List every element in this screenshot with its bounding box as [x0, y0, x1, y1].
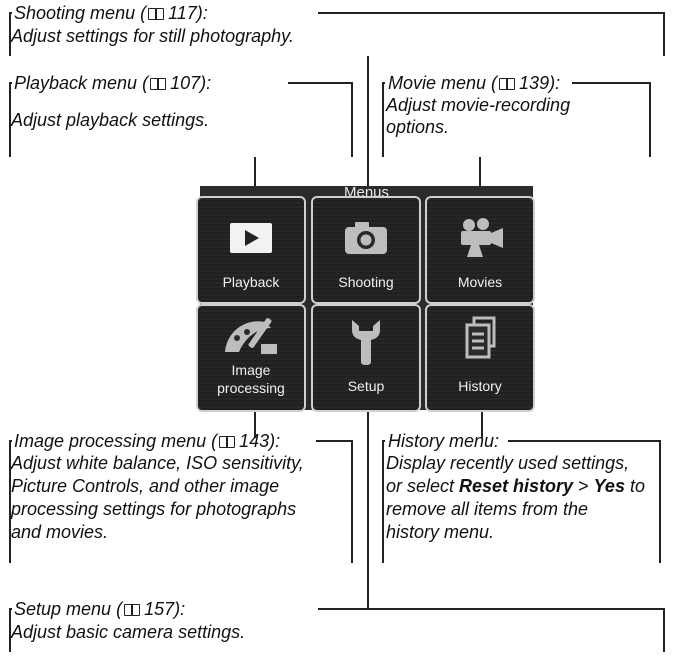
history-menu-heading: History menu: — [388, 431, 500, 451]
playback-menu-callout: Playback menu (107): Adjust playback set… — [0, 70, 360, 160]
image-processing-menu-callout: Image processing menu (143): Adjust whit… — [0, 428, 360, 564]
image-processing-menu-heading: Image processing menu (143): — [14, 431, 281, 451]
yes-option: Yes — [593, 476, 625, 496]
shooting-menu-heading: Shooting menu (117): — [14, 3, 208, 23]
tile-history[interactable]: History — [425, 304, 535, 412]
history-description-line-1: Display recently used settings, — [386, 453, 630, 473]
tile-image-processing[interactable]: Image processing — [196, 304, 306, 412]
camera-icon — [345, 222, 387, 254]
book-reference-icon — [124, 604, 141, 616]
book-reference-icon — [148, 8, 165, 20]
book-reference-icon — [219, 436, 236, 448]
reset-history-option: Reset history — [459, 476, 574, 496]
playback-menu-heading: Playback menu (107): — [14, 73, 212, 93]
tile-shooting[interactable]: Shooting — [311, 196, 421, 304]
connector-shooting — [367, 56, 369, 192]
movie-camera-icon — [461, 218, 503, 257]
tile-label: History — [458, 378, 502, 394]
tile-label: Shooting — [338, 274, 394, 290]
image-processing-description-line-2: Picture Controls, and other image — [11, 476, 280, 496]
image-processing-description-line-1: Adjust white balance, ISO sensitivity, — [11, 453, 304, 473]
image-processing-icon — [225, 318, 277, 354]
connector-setup — [367, 408, 369, 608]
setup-menu-description: Adjust basic camera settings. — [11, 622, 246, 642]
book-reference-icon — [499, 78, 516, 90]
shooting-menu-description: Adjust settings for still photography. — [11, 26, 294, 46]
tile-movies[interactable]: Movies — [425, 196, 535, 304]
setup-menu-callout: Setup menu (157): Adjust basic camera se… — [0, 596, 684, 656]
menus-screen: Menus Playback Shooting Movies — [196, 186, 535, 412]
history-menu-callout: History menu: Display recently used sett… — [380, 428, 684, 564]
history-icon — [465, 316, 496, 359]
connector-history — [481, 408, 483, 438]
book-reference-icon — [150, 78, 167, 90]
tile-label: Playback — [222, 274, 280, 290]
tile-playback[interactable]: Playback — [196, 196, 306, 304]
connector-movies — [479, 157, 481, 195]
history-description-line-2: or select Reset history > Yes to — [386, 476, 645, 496]
image-processing-description-line-4: and movies. — [11, 522, 109, 542]
connector-image-processing — [254, 408, 256, 438]
setup-menu-heading: Setup menu (157): — [14, 599, 186, 619]
tile-label: Movies — [457, 274, 503, 290]
shooting-menu-callout: Shooting menu (117): Adjust settings for… — [0, 0, 684, 56]
tile-setup[interactable]: Setup — [311, 304, 421, 412]
connector-playback — [254, 157, 256, 195]
image-processing-description-line-3: processing settings for photographs — [11, 499, 297, 519]
playback-icon — [230, 223, 272, 253]
movie-menu-description-line-2: options. — [386, 117, 450, 137]
tile-label: Setup — [347, 378, 385, 394]
tile-label-line-1: Image — [231, 362, 271, 378]
movie-menu-heading: Movie menu (139): — [388, 73, 561, 93]
screen-title: Menus — [343, 186, 390, 198]
history-description-line-3: remove all items from the — [386, 499, 589, 519]
playback-menu-description: Adjust playback settings. — [11, 110, 210, 130]
movie-menu-callout: Movie menu (139): Adjust movie-recording… — [380, 70, 684, 160]
tile-label-line-2: processing — [217, 380, 285, 396]
wrench-icon — [352, 320, 380, 365]
movie-menu-description-line-1: Adjust movie-recording — [386, 95, 571, 115]
history-description-line-4: history menu. — [386, 522, 495, 542]
